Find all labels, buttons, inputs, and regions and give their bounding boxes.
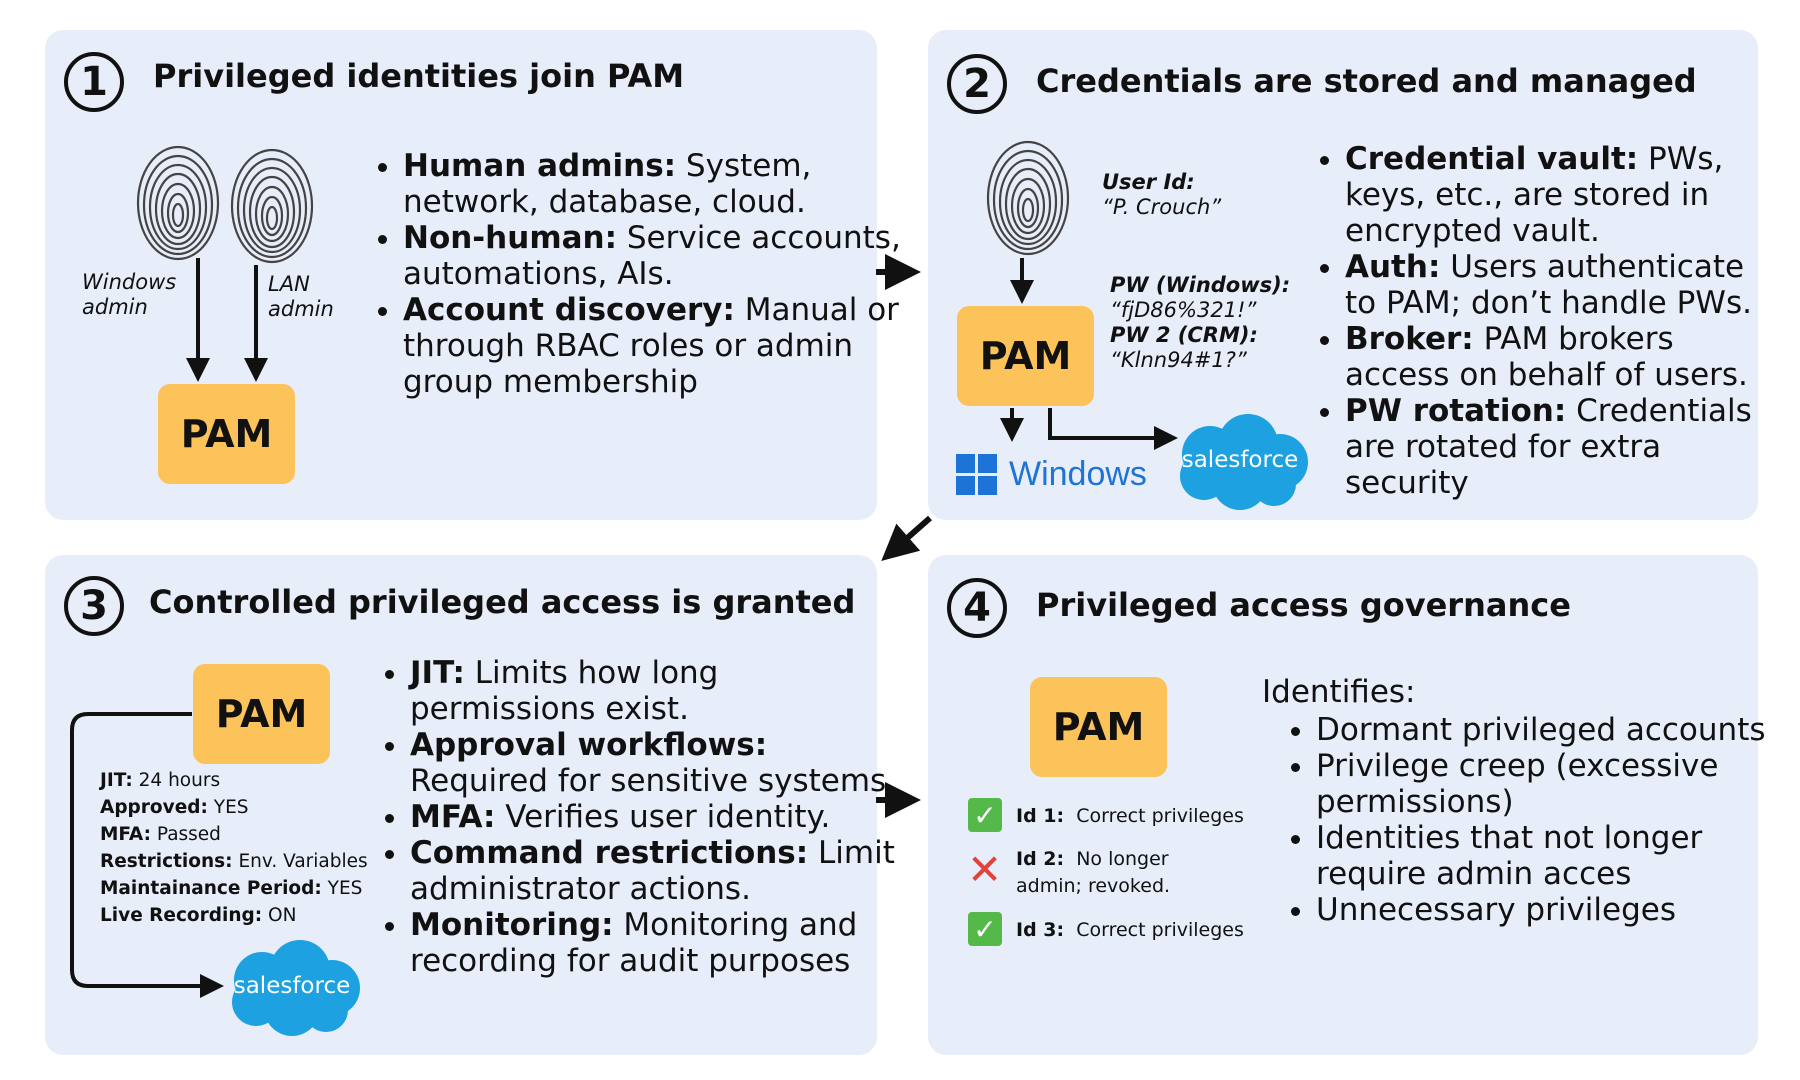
salesforce-cloud-icon [1180, 414, 1308, 510]
pam-box: PAM [957, 306, 1094, 406]
step-number-2: 2 [947, 54, 1007, 114]
panel-1-title: Privileged identities join PAM [153, 57, 685, 95]
bullet-item: Unnecessary privileges [1316, 892, 1786, 928]
identity-row-1: Id 1: Correct privileges [1016, 803, 1244, 830]
status-maintenance: Maintainance Period: YES [100, 878, 363, 899]
bullet-item: Human admins: System, network, database,… [403, 148, 903, 220]
panel-3-title: Controlled privileged access is granted [149, 583, 856, 621]
bullet-item: Dormant privileged accounts [1316, 712, 1786, 748]
fingerprint-icon [230, 148, 314, 264]
identity-label: Id 1: [1016, 805, 1065, 827]
pam-box: PAM [1030, 677, 1167, 777]
check-icon: ✓ [968, 798, 1002, 832]
identity-row-3: Id 3: Correct privileges [1016, 917, 1244, 944]
step-number-4: 4 [947, 578, 1007, 638]
panel-4 [928, 555, 1758, 1055]
pw-windows-value: “fjD86%321!” [1110, 298, 1257, 322]
status-live-recording: Live Recording: ON [100, 905, 297, 926]
arrow-pam-to-salesforce [1048, 408, 1178, 450]
pw-windows-label: PW (Windows): [1110, 273, 1291, 297]
check-icon: ✓ [968, 912, 1002, 946]
user-id-value: “P. Crouch” [1102, 195, 1222, 219]
identity-status: No longer admin; revoked. [1016, 848, 1171, 897]
salesforce-logo: salesforce [222, 940, 362, 1038]
windows-logo: Windows [956, 452, 1147, 496]
bullet-item: Privilege creep (excessive permissions) [1316, 748, 1786, 820]
identity-status: Correct privileges [1076, 919, 1244, 941]
label-windows-admin: Windows admin [82, 270, 177, 319]
identity-status: Correct privileges [1076, 805, 1244, 827]
panel-3-bullets: JIT: Limits how long permissions exist. … [378, 655, 904, 979]
bullet-item: Monitoring: Monitoring and recording for… [410, 907, 904, 979]
identity-label: Id 2: [1016, 848, 1065, 870]
fingerprint-icon [986, 140, 1070, 256]
pam-box: PAM [158, 384, 295, 484]
label-lan-admin: LAN admin [268, 272, 334, 321]
panel-2-title: Credentials are stored and managed [1036, 62, 1697, 100]
bullet-item: Credential vault: PWs, keys, etc., are s… [1345, 141, 1785, 249]
salesforce-cloud-icon [232, 940, 360, 1036]
windows-icon [956, 453, 997, 495]
arrow-panel2-to-panel3 [881, 515, 932, 561]
bullet-item: Identities that not longer require admin… [1316, 820, 1786, 892]
status-approved: Approved: YES [100, 797, 249, 818]
fingerprint-icon [136, 145, 220, 261]
bullet-item: PW rotation: Credentials are rotated for… [1345, 393, 1785, 501]
status-mfa: MFA: Passed [100, 824, 221, 845]
status-jit: JIT: 24 hours [100, 770, 221, 791]
bullet-item: MFA: Verifies user identity. [410, 799, 904, 835]
panel-1-bullets: Human admins: System, network, database,… [371, 148, 903, 400]
flow-pam-to-salesforce [70, 712, 224, 998]
step-number-3: 3 [64, 576, 124, 636]
salesforce-text: salesforce [1181, 447, 1299, 473]
identity-row-2: Id 2: No longer admin; revoked. [1016, 846, 1236, 900]
salesforce-logo: salesforce [1170, 414, 1310, 512]
bullet-item: JIT: Limits how long permissions exist. [410, 655, 904, 727]
pw-crm-value: “Klnn94#1?” [1110, 348, 1247, 372]
panel-3 [45, 555, 877, 1055]
user-id-label: User Id: [1102, 170, 1195, 194]
access-status-list: JIT: 24 hours Approved: YES MFA: Passed … [100, 767, 368, 929]
user-id-block: User Id: “P. Crouch” [1102, 170, 1221, 220]
bullet-item: Account discovery: Manual or through RBA… [403, 292, 903, 400]
cross-icon: ✕ [967, 845, 1003, 894]
bullet-item: Non-human: Service accounts, automations… [403, 220, 903, 292]
bullet-item: Approval workflows: Required for sensiti… [410, 727, 904, 799]
panel-4-title: Privileged access governance [1036, 586, 1571, 624]
identity-label: Id 3: [1016, 919, 1065, 941]
password-block: PW (Windows): “fjD86%321!” PW 2 (CRM): “… [1110, 273, 1290, 373]
windows-logo-text: Windows [1009, 454, 1147, 493]
identifies-label: Identifies: [1262, 674, 1416, 710]
salesforce-text: salesforce [233, 973, 351, 999]
step-number-1: 1 [64, 52, 124, 112]
pam-box: PAM [193, 664, 330, 764]
panel-2-bullets: Credential vault: PWs, keys, etc., are s… [1313, 141, 1785, 501]
bullet-item: Command restrictions: Limit administrato… [410, 835, 904, 907]
status-restrictions: Restrictions: Env. Variables [100, 851, 368, 872]
bullet-item: Broker: PAM brokers access on behalf of … [1345, 321, 1785, 393]
pw-crm-label: PW 2 (CRM): [1110, 323, 1258, 347]
panel-4-bullets: Dormant privileged accounts Privilege cr… [1284, 712, 1786, 928]
bullet-item: Auth: Users authenticate to PAM; don’t h… [1345, 249, 1785, 321]
